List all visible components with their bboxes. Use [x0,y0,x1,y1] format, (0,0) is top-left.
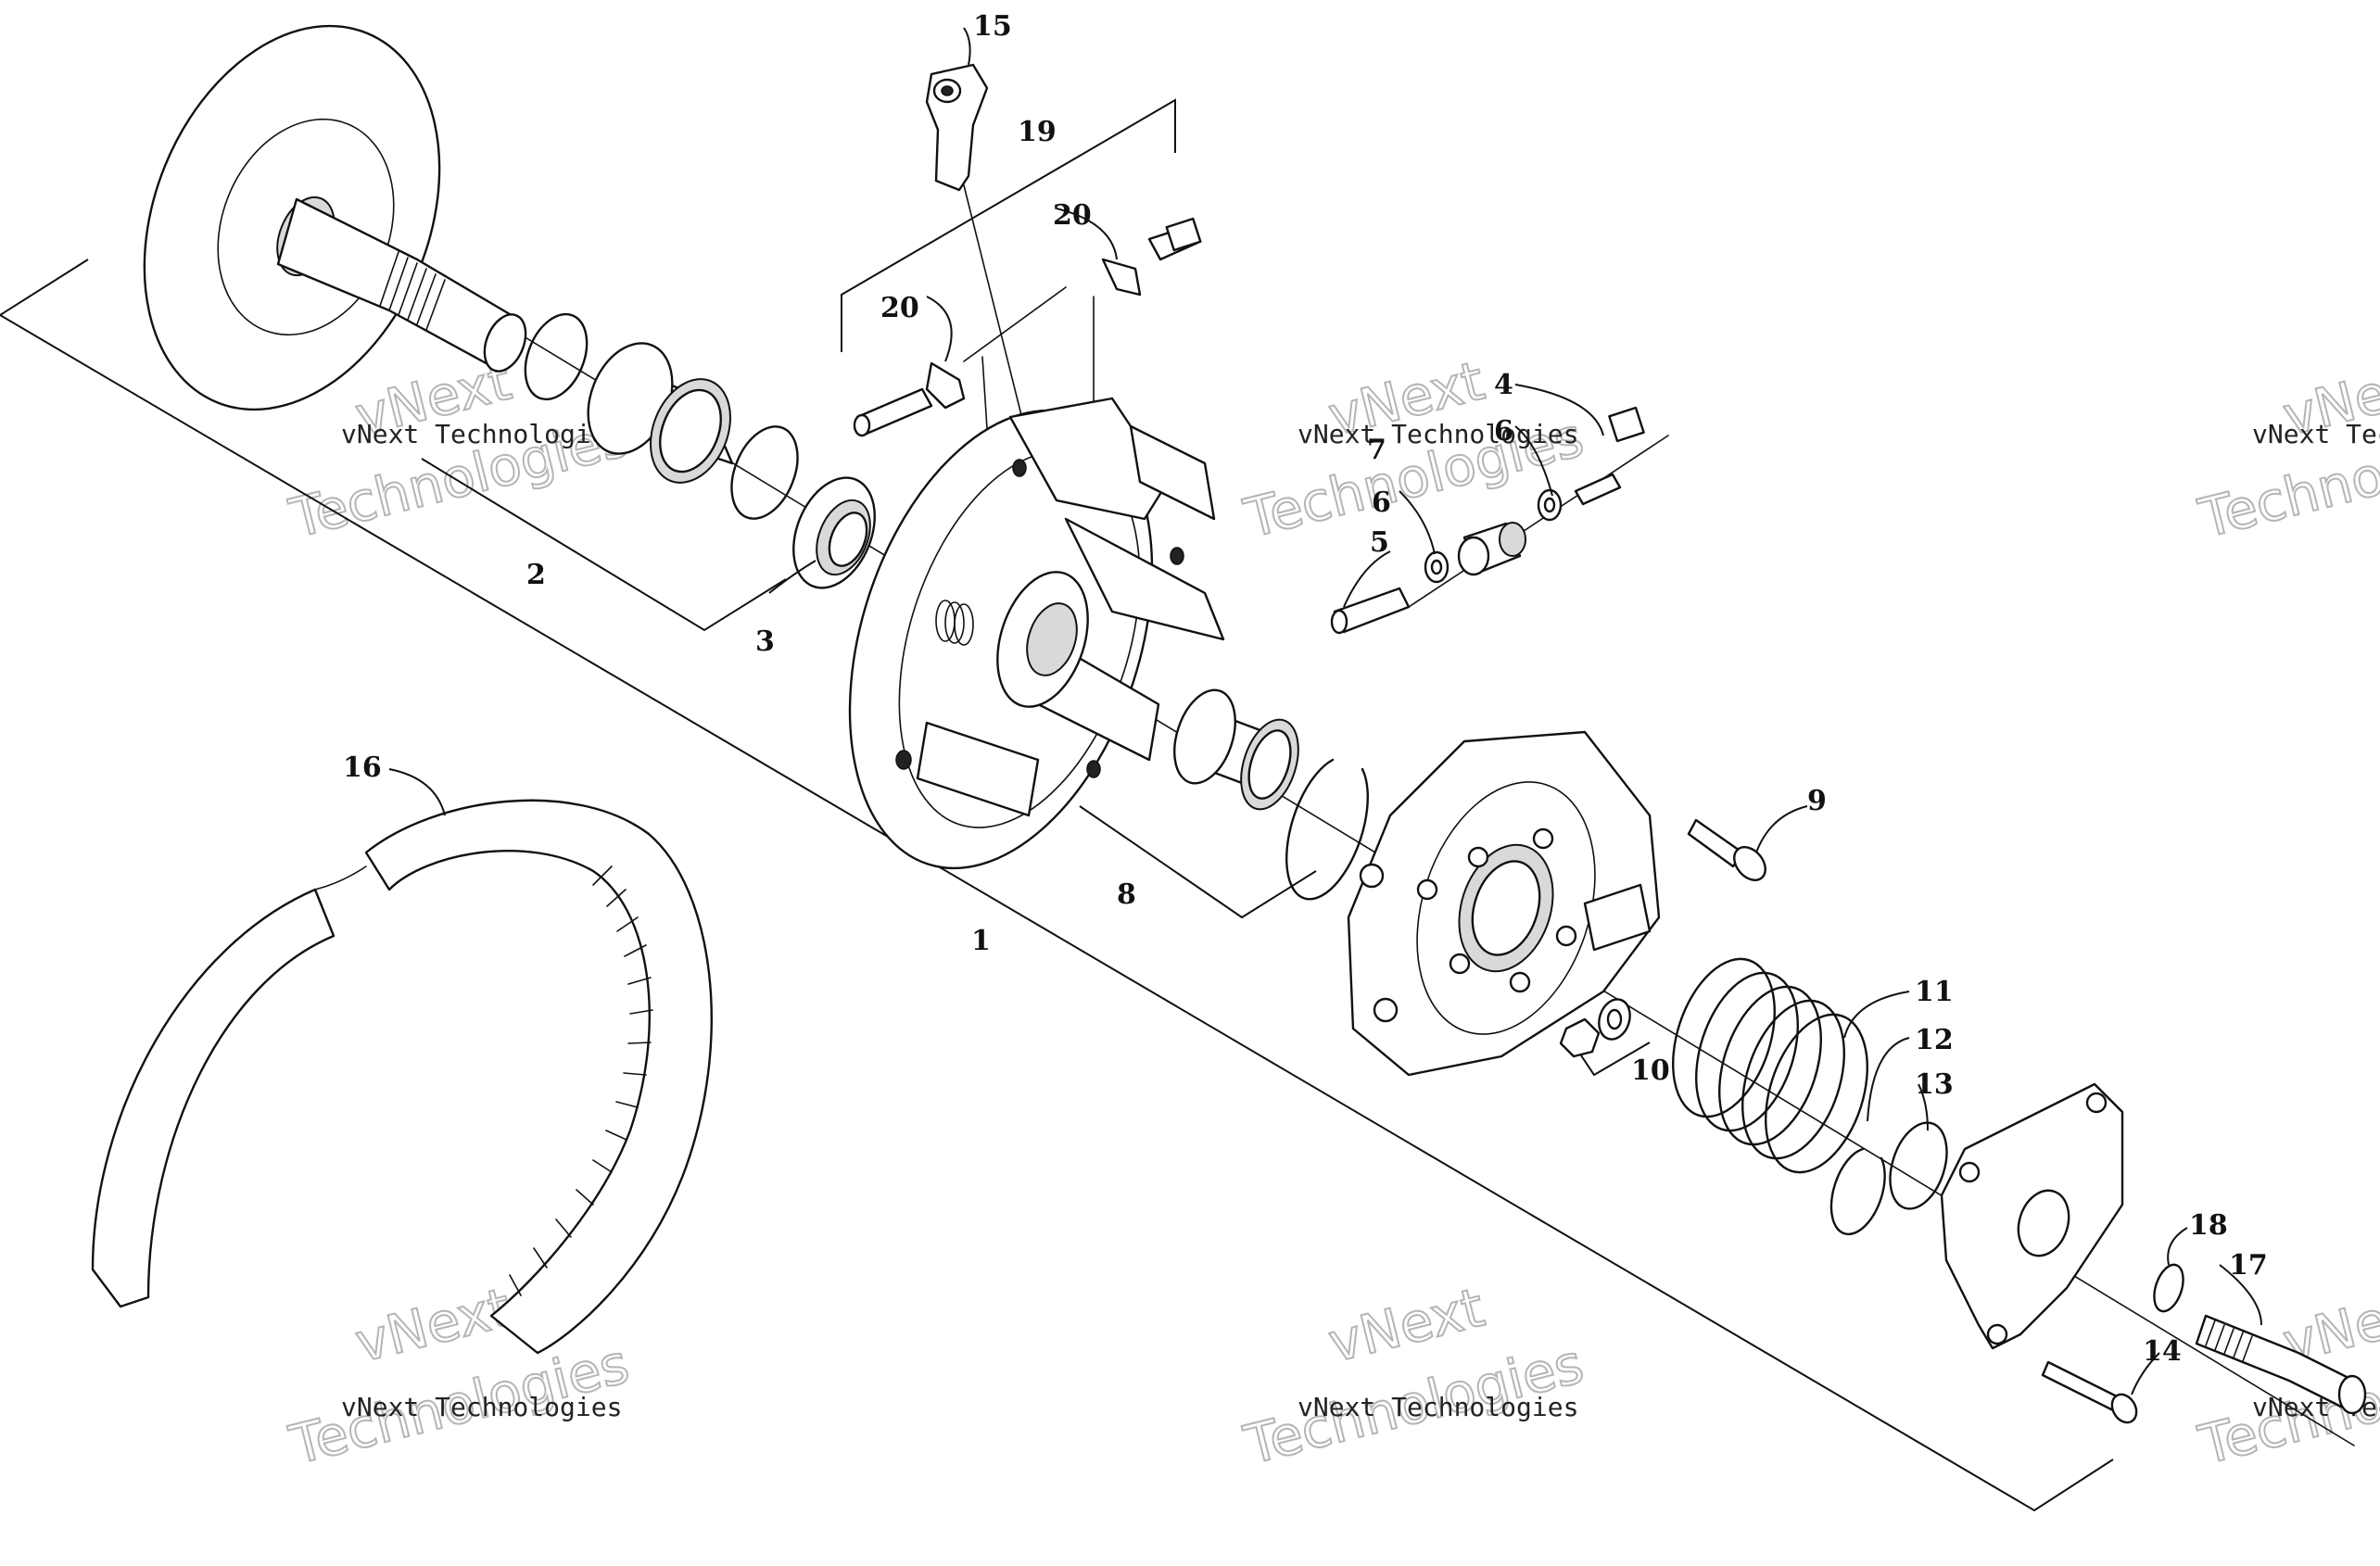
movable-sheave [848,397,1225,870]
cover-plate [1940,1082,2124,1350]
part-9-bolt [1687,818,1766,881]
watermark-bottom-center: vNext Technologies vNext Technologies [1237,1275,1590,1478]
callout-3: 3 [755,625,775,658]
callout-leaders [388,27,2262,1396]
part-2-o-ring-right [730,425,799,520]
callout-7: 7 [1367,434,1386,466]
part-4-bolt [1574,406,1645,506]
svg-text:vNext Technologies: vNext Technologies [1298,1392,1578,1422]
svg-text:vNext Technologies: vNext Technologies [2252,419,2380,449]
part-2-o-ring-left [524,312,589,401]
svg-text:vNext Technologies: vNext Technologies [341,419,622,449]
callout-14: 14 [2143,1335,2182,1368]
part-10-washer [1598,998,1631,1041]
svg-text:vNext: vNext [349,1276,517,1375]
callout-13: 13 [1915,1068,1954,1101]
callout-5: 5 [1370,526,1389,559]
callout-20-upper: 20 [1053,199,1092,232]
callout-18: 18 [2189,1209,2228,1242]
part-11-spring [1672,957,1868,1174]
callout-11: 11 [1915,976,1954,1008]
part-8-snap-ring [1285,758,1369,901]
callout-16: 16 [343,751,382,784]
part-10-nut [1559,1017,1601,1058]
belt-teeth [509,865,653,1296]
part-15-weight-arm [925,63,989,192]
bracket-assembly-19 [841,98,1176,352]
part-8-bushing [1173,688,1299,811]
callout-2: 2 [526,559,546,591]
callout-1: 1 [971,925,991,957]
bracket-assembly-1 [0,259,2114,1512]
part-6-washer-right [1537,488,1563,522]
callout-15: 15 [973,10,1012,43]
bracket-assembly-2 [421,458,787,632]
callout-17: 17 [2229,1249,2268,1282]
shaft-threads [379,251,446,331]
spider-housing [1347,730,1661,1077]
hub-spring-coils [935,600,974,646]
svg-text:vNext Technologies: vNext Technologies [341,1392,622,1422]
callout-4: 4 [1494,369,1513,401]
part-16-drive-belt [91,799,713,1355]
callout-8: 8 [1117,878,1136,911]
watermark-top-center: vNext Technologies vNext Technologies [1237,348,1590,551]
callout-20-lower: 20 [880,292,919,324]
part-20-pin-left [853,361,966,437]
callout-19: 19 [1018,116,1057,148]
part-5-pin [1330,587,1411,635]
svg-text:vNext Technologies: vNext Technologies [1298,419,1578,449]
callout-6-lower: 6 [1372,486,1391,519]
part-7-roller [1457,522,1526,576]
part-2-bushing [587,342,734,484]
part-12-snap-ring [1829,1147,1886,1236]
part-20-clip-right [1101,217,1202,297]
watermark-top-right: vNext Technologies vNext Technologies [2192,348,2380,551]
part-17-threaded-shaft [2195,1314,2367,1415]
bracket-assembly-8 [1079,805,1317,919]
part-13-o-ring [1889,1121,1948,1210]
part-18-washer [2153,1263,2184,1313]
fixed-sheave [143,24,527,411]
part-3-seal [792,476,876,589]
callout-12: 12 [1915,1024,1954,1056]
callout-6-upper: 6 [1494,415,1513,448]
part-6-washer-left [1424,550,1450,584]
callout-9: 9 [1807,785,1827,817]
part-14-bolt [2041,1360,2138,1424]
callout-10: 10 [1631,1055,1670,1087]
